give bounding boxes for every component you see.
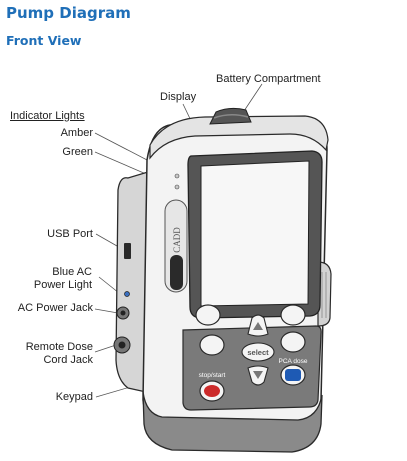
leader-ac-jack [94, 308, 119, 314]
left-soft-key [195, 304, 221, 326]
right-soft-key [280, 304, 306, 326]
leader-remote [94, 344, 117, 353]
battery-compartment [209, 107, 252, 125]
label-blue-ac-2: Power Light [33, 279, 92, 291]
pump-top-cap [149, 115, 329, 160]
label-blue-ac-1: Blue AC [52, 266, 92, 278]
blue-ac-power-light [124, 291, 130, 297]
label-ac-power-jack: AC Power Jack [17, 302, 93, 314]
brand-strip-bar [170, 255, 183, 290]
pump-base [142, 391, 323, 453]
stop-start-label: stop/start [199, 372, 226, 379]
label-keypad: Keypad [55, 391, 93, 403]
select-button [241, 342, 275, 362]
amber-light [174, 173, 180, 179]
label-amber: Amber [60, 127, 93, 139]
side-clip [317, 261, 332, 327]
label-green: Green [62, 146, 93, 158]
brand-logo: CADD [172, 227, 182, 253]
label-remote-1: Remote Dose [25, 341, 93, 353]
label-remote-2: Cord Jack [43, 354, 93, 366]
page-title: Pump Diagram [6, 4, 131, 22]
label-usb-port: USB Port [47, 228, 93, 240]
label-display: Display [160, 91, 197, 103]
right-key [280, 331, 306, 353]
label-indicator-lights: Indicator Lights [10, 110, 85, 122]
pca-dose-label: PCA dose [279, 358, 308, 365]
page-subtitle: Front View [6, 33, 82, 48]
label-battery-compartment: Battery Compartment [216, 73, 321, 85]
usb-port [124, 243, 131, 259]
left-key [199, 334, 225, 356]
select-label: select [247, 348, 269, 357]
display-screen [200, 160, 310, 307]
green-light [174, 184, 180, 190]
